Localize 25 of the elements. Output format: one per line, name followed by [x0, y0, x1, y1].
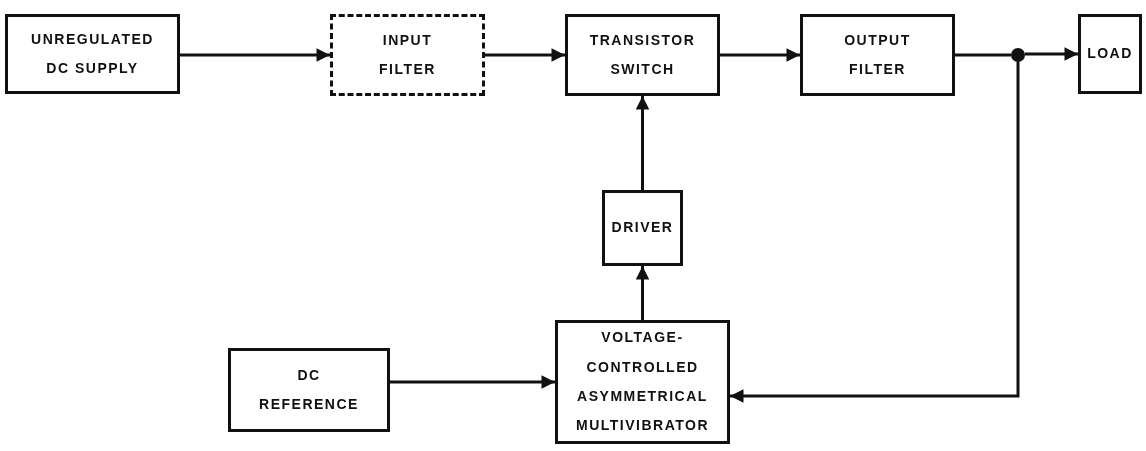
arrow — [635, 96, 650, 190]
block-box — [1078, 14, 1142, 94]
block-label: DRIVER — [610, 218, 675, 238]
block-box — [565, 14, 720, 96]
block-box — [602, 190, 683, 266]
arrow — [1025, 47, 1078, 61]
block-box — [800, 14, 955, 96]
junction-dot — [1011, 48, 1025, 62]
arrow — [180, 48, 330, 62]
block-box — [5, 14, 180, 94]
block-label: UNREGULATED DC SUPPLY — [30, 29, 155, 78]
arrow — [390, 375, 555, 389]
block-label: DC REFERENCE — [258, 365, 360, 414]
block-label: INPUT FILTER — [378, 30, 437, 79]
block-box — [228, 348, 390, 432]
block-box — [330, 14, 485, 96]
block-label: OUTPUT FILTER — [843, 30, 912, 79]
arrow — [720, 48, 800, 62]
block-label: TRANSISTOR SWITCH — [588, 30, 697, 79]
block-label: LOAD — [1086, 44, 1134, 64]
block-label: VOLTAGE-CONTROLLED ASYMMETRICAL MULTIVIBRATOR — [574, 328, 710, 436]
block-box — [555, 320, 730, 444]
arrow — [730, 62, 1020, 403]
arrow — [635, 266, 650, 320]
arrow — [485, 48, 565, 62]
